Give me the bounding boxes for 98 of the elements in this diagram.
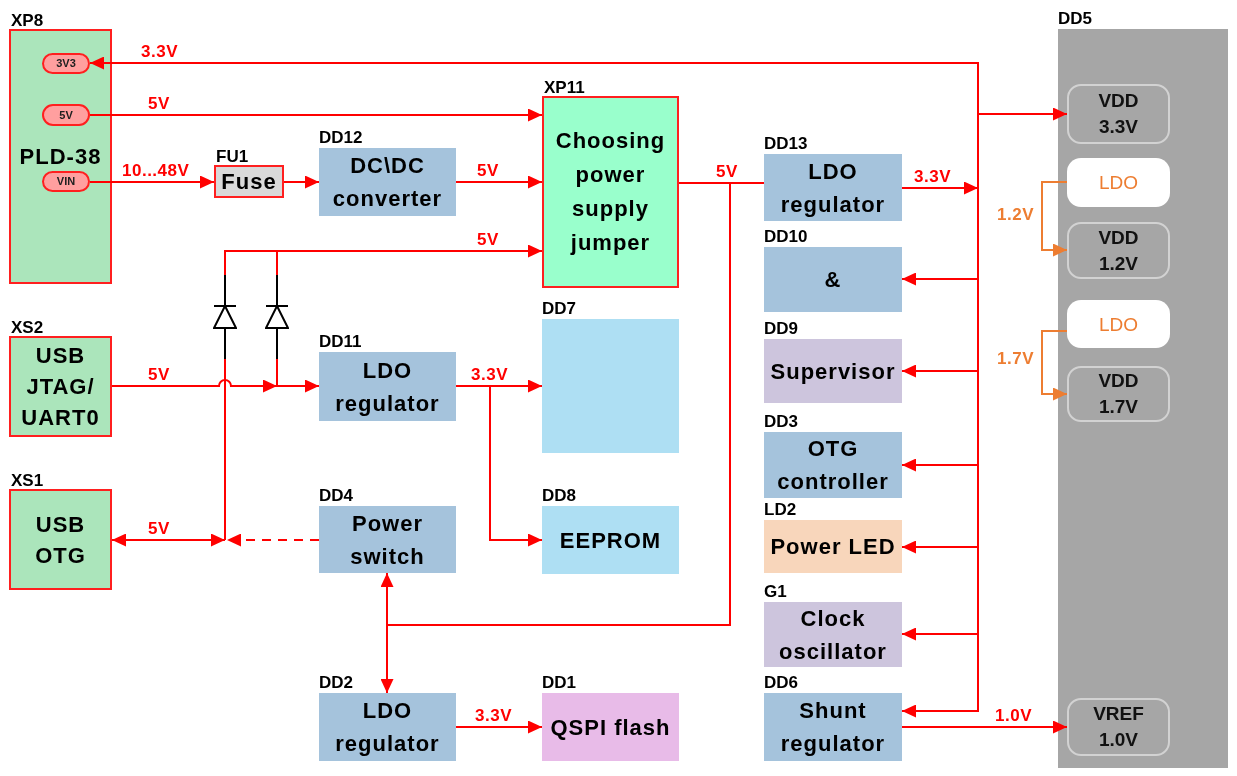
reference-designator: DD11 (319, 332, 362, 351)
pin-name: 3V3 (56, 58, 76, 69)
block-label: LDO regulator (334, 356, 441, 418)
block-label: DC\DC converter (331, 152, 444, 213)
arrow (89, 108, 543, 122)
block-label: Clock oscillator (778, 604, 888, 666)
pin-name: VIN (56, 176, 76, 187)
diode-symbol (213, 275, 237, 359)
block-label: Power LED (769, 533, 897, 561)
block-label: QSPI flash (549, 713, 672, 742)
block-label: VDD 3.3V (1097, 89, 1140, 139)
arrow (1041, 181, 1068, 257)
reference-designator: DD4 (319, 486, 353, 505)
block-label: Supervisor (769, 357, 897, 386)
arrow (489, 385, 543, 547)
power-domain-block (1067, 698, 1170, 756)
arrow (111, 533, 226, 547)
arrow (901, 627, 979, 641)
block-label: LDO (1098, 173, 1139, 192)
connector-line (977, 464, 979, 548)
connector-line (386, 182, 731, 626)
block-label: LDO (1098, 314, 1139, 334)
block-label: Choosing power supply jumper (554, 127, 667, 257)
arrow (901, 458, 979, 472)
reference-designator: XP11 (544, 78, 585, 97)
reference-designator: G1 (764, 582, 787, 601)
arrow (901, 540, 979, 554)
reference-designator: XP8 (11, 11, 44, 30)
connector-line (977, 113, 979, 189)
pin-name: 5V (59, 109, 73, 121)
arrow (455, 175, 543, 189)
block-label: USB JTAG/ UART0 (20, 342, 101, 432)
connector-line (977, 187, 979, 280)
connector-line (224, 358, 226, 541)
arrow (901, 272, 979, 286)
connector-line (729, 182, 765, 184)
arrow (89, 56, 979, 115)
arrow (901, 633, 979, 718)
reference-designator: DD3 (764, 412, 798, 431)
reference-designator: XS1 (11, 471, 44, 490)
reference-designator: FU1 (216, 147, 249, 166)
connector-line (276, 250, 278, 276)
connector-line (224, 250, 278, 276)
reference-designator: DD6 (764, 673, 798, 692)
arrow (1041, 330, 1068, 401)
connector-line (455, 385, 491, 387)
block-label: Fuse (221, 168, 277, 195)
connector-line (977, 278, 979, 372)
block-label: VDD 1.7V (1097, 369, 1140, 419)
arrow (276, 379, 320, 393)
reference-designator: DD13 (764, 134, 808, 153)
block-label: VDD 1.2V (1097, 225, 1140, 276)
block-label: Power switch (349, 509, 426, 571)
reference-designator: XS2 (11, 318, 44, 337)
block-label: & (823, 266, 843, 294)
reference-designator: DD9 (764, 319, 798, 338)
arrow (455, 720, 543, 734)
arrow (283, 175, 320, 189)
reference-designator: DD2 (319, 673, 353, 692)
arrow (901, 181, 979, 195)
block-label: LDO regulator (779, 157, 887, 219)
arrow (276, 244, 543, 258)
connector-line (678, 182, 731, 184)
arrow (380, 624, 394, 694)
ldo-block (1067, 300, 1170, 348)
block-label: Shunt regulator (779, 697, 887, 758)
block-label: VREF 1.0V (1092, 702, 1145, 752)
power-domain-block (1067, 366, 1170, 422)
block-label: EEPROM (558, 526, 663, 555)
arrow (89, 175, 215, 189)
reference-designator: DD12 (319, 128, 363, 147)
diode-symbol (265, 275, 289, 359)
block-label: LDO regulator (334, 697, 441, 758)
power-domain-block (1067, 84, 1170, 144)
pin-tag (42, 104, 90, 126)
connector-line (977, 370, 979, 466)
arrow (111, 379, 278, 393)
reference-designator: DD8 (542, 486, 576, 505)
reference-designator: LD2 (764, 500, 797, 519)
block-label: OTG controller (776, 435, 890, 496)
arrow (380, 572, 394, 626)
block-label: PLD-38 (18, 143, 103, 171)
arrow (977, 107, 1068, 121)
pin-tag (42, 171, 90, 192)
block-label: USB OTG (34, 510, 87, 570)
connector-line (276, 358, 278, 387)
reference-designator: DD10 (764, 227, 808, 246)
power-domain-block (1067, 222, 1170, 279)
ldo-block (1067, 158, 1170, 207)
connector-line (977, 546, 979, 635)
arrow (489, 379, 543, 393)
reference-designator: DD1 (542, 673, 576, 692)
reference-designator: DD7 (542, 299, 576, 318)
pin-tag (42, 53, 90, 74)
arrow (901, 720, 1068, 734)
arrow (226, 533, 320, 547)
reference-designator: DD5 (1058, 9, 1092, 28)
arrow (901, 364, 979, 378)
